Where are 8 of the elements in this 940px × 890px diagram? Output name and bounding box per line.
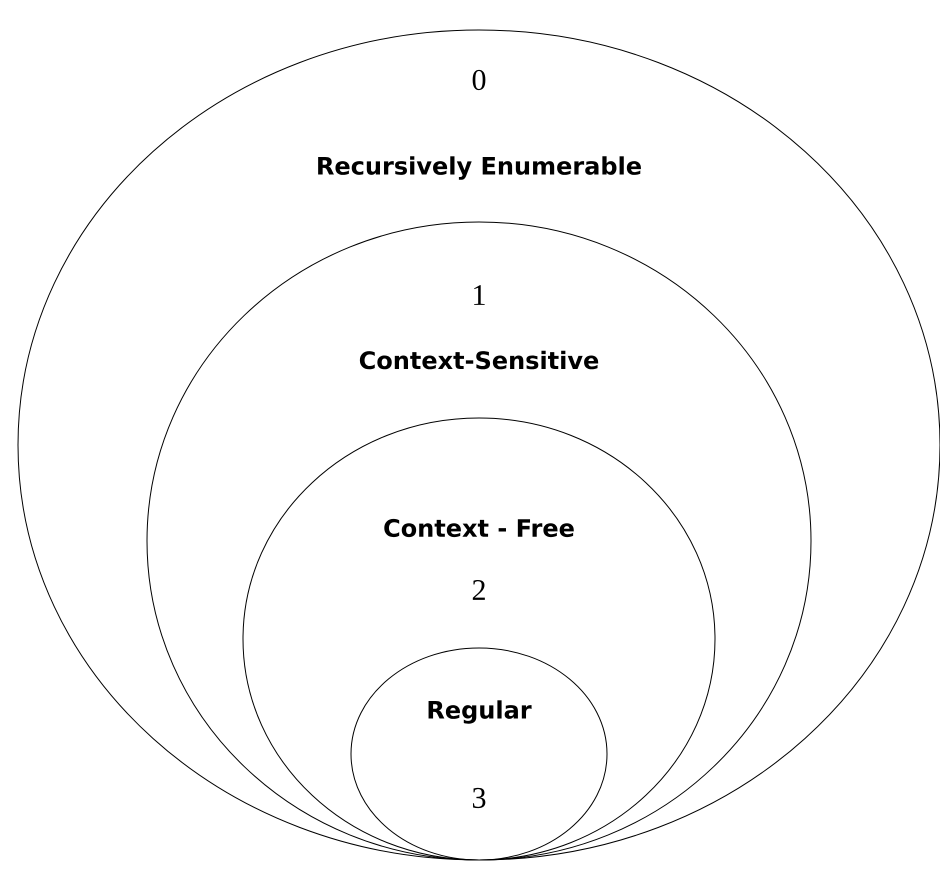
region-label: Context-Sensitive [360, 350, 598, 370]
level-number: 3 [472, 788, 486, 808]
level-number: 0 [472, 70, 486, 90]
level-number: 2 [472, 580, 485, 600]
region-label: Context - Free [384, 518, 574, 538]
region-label: Regular [428, 700, 532, 724]
level-number: 1 [474, 285, 485, 305]
region-label: Recursively Enumerable [318, 156, 641, 180]
